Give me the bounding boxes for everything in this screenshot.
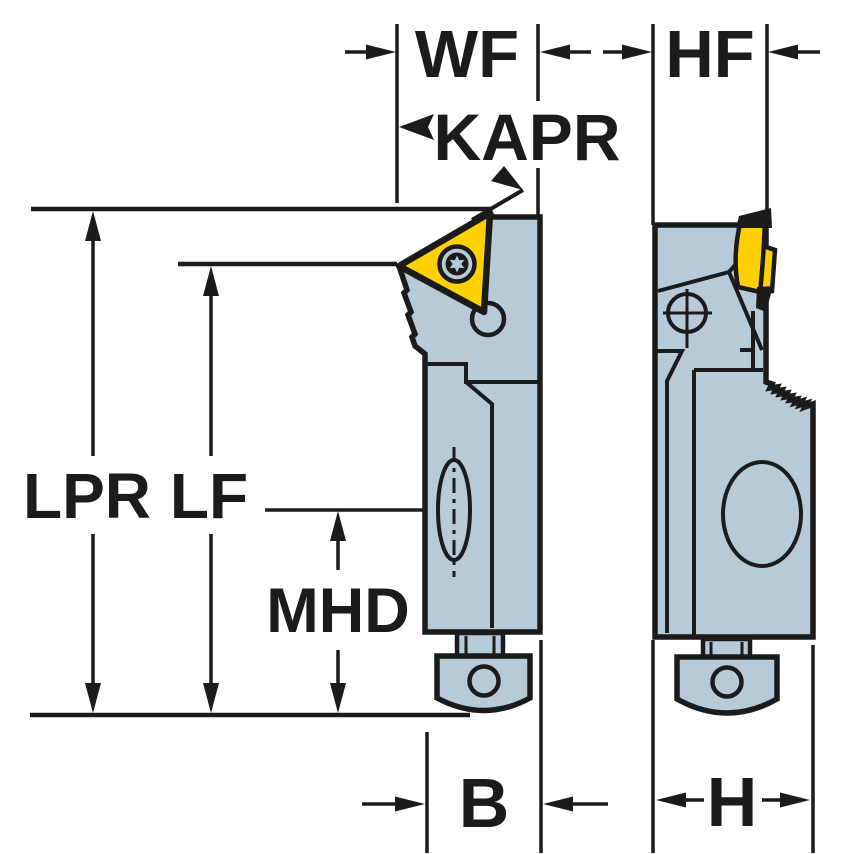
label-hf: HF — [665, 17, 754, 92]
lpr-arrow-down-icon — [85, 683, 101, 713]
label-b: B — [459, 764, 510, 842]
front-screw-neck-lines — [464, 636, 496, 654]
lf-arrow-up-icon — [203, 266, 219, 296]
label-lf: LF — [170, 460, 248, 532]
label-wf: WF — [415, 17, 519, 92]
lpr-arrow-up-icon — [85, 211, 101, 241]
hf-arrow-right-icon — [768, 44, 798, 60]
torx-star-icon — [449, 255, 465, 273]
side-view-step-lines — [655, 311, 763, 635]
insert-top-wedge — [736, 208, 772, 228]
mhd-arrow-up-icon — [330, 511, 346, 541]
side-view — [652, 208, 816, 716]
side-screw-neck-lines — [709, 642, 744, 655]
wf-arrow-right-icon — [540, 44, 570, 60]
h-arrow-right-icon — [780, 792, 810, 808]
label-h: H — [707, 763, 758, 841]
h-arrow-left-icon — [656, 792, 686, 808]
hf-arrow-left-icon — [622, 44, 652, 60]
label-lpr: LPR — [23, 460, 151, 532]
label-kapr: KAPR — [433, 100, 620, 174]
wf-arrow-left-icon — [366, 44, 396, 60]
insert-side-view — [733, 217, 768, 295]
lf-arrow-down-icon — [203, 683, 219, 713]
dimension-lines — [30, 24, 820, 853]
front-view-step-lines — [425, 362, 540, 628]
arrowheads — [85, 44, 810, 812]
side-screw-crosshair-lines — [663, 289, 712, 348]
kapr-leader-arrow-icon — [491, 166, 523, 190]
front-view — [395, 209, 543, 714]
kapr-flag-icon — [399, 114, 434, 140]
b-arrow-right-icon — [543, 796, 573, 812]
front-screw-hole — [467, 664, 501, 698]
dimension-labels: WF HF KAPR LPR LF MHD B H — [23, 17, 757, 842]
mhd-arrow-down-icon — [330, 683, 346, 713]
b-arrow-left-icon — [395, 796, 425, 812]
front-screw-neck — [454, 630, 506, 659]
side-hole-ellipse — [721, 460, 803, 568]
insert-bottom-clamp — [756, 286, 773, 312]
label-mhd: MHD — [266, 576, 409, 646]
side-screw-hole — [710, 665, 744, 699]
